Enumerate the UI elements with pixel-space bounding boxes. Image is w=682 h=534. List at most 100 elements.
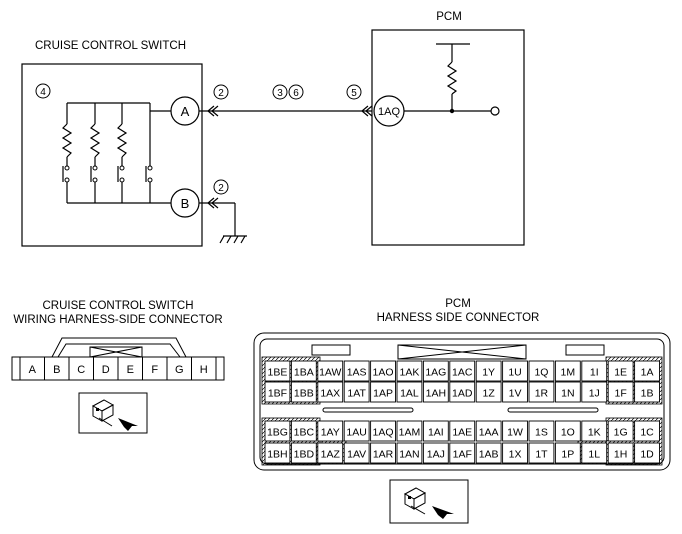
pcm-pin-1ba: 1BA bbox=[290, 360, 317, 382]
switch-pin-e: E bbox=[117, 356, 143, 381]
pcm-pin-1aw: 1AW bbox=[317, 360, 344, 382]
svg-text:1R: 1R bbox=[535, 388, 549, 400]
pcm-terminal-1aq: 1AQ bbox=[373, 95, 405, 127]
pcm-pin-1z: 1Z bbox=[475, 381, 502, 403]
svg-text:1BH: 1BH bbox=[267, 449, 287, 461]
svg-text:1AI: 1AI bbox=[428, 427, 444, 439]
pcm-pin-1ay: 1AY bbox=[317, 420, 344, 442]
switch-connector-view-icon bbox=[78, 392, 148, 434]
switch-connector-title-2: WIRING HARNESS-SIDE CONNECTOR bbox=[13, 314, 222, 326]
svg-text:1K: 1K bbox=[588, 427, 601, 439]
svg-text:1BG: 1BG bbox=[267, 427, 288, 439]
svg-text:1AV: 1AV bbox=[347, 449, 366, 461]
pcm-pin-1n: 1N bbox=[554, 381, 581, 403]
terminal-a: A bbox=[170, 96, 200, 126]
pcm-pin-1be: 1BE bbox=[264, 360, 291, 382]
svg-text:G: G bbox=[175, 364, 184, 376]
svg-text:1N: 1N bbox=[561, 388, 574, 400]
pcm-pin-1ad: 1AD bbox=[449, 381, 476, 403]
pcm-pin-1g: 1G bbox=[607, 420, 634, 442]
svg-text:4: 4 bbox=[40, 87, 46, 98]
callout-4: 4 bbox=[35, 83, 51, 99]
svg-text:1M: 1M bbox=[561, 367, 576, 379]
pcm-pin-1f: 1F bbox=[607, 381, 634, 403]
svg-text:H: H bbox=[200, 364, 208, 376]
pcm-junction-dot bbox=[449, 108, 455, 114]
svg-text:1AT: 1AT bbox=[347, 388, 366, 400]
switch-title: CRUISE CONTROL SWITCH bbox=[35, 40, 186, 52]
pcm-pin-1w: 1W bbox=[502, 420, 528, 442]
svg-text:1AK: 1AK bbox=[400, 367, 420, 379]
pcm-pin-1s: 1S bbox=[528, 420, 555, 442]
switch-contacts bbox=[62, 165, 153, 183]
svg-text:1E: 1E bbox=[614, 367, 627, 379]
switch-pin-b: B bbox=[44, 356, 70, 381]
svg-text:D: D bbox=[102, 364, 110, 376]
svg-text:1AX: 1AX bbox=[320, 388, 340, 400]
wire-a-to-pcm bbox=[199, 105, 373, 117]
svg-text:1O: 1O bbox=[561, 427, 575, 439]
pcm-pin-1av: 1AV bbox=[343, 442, 370, 464]
svg-text:1A: 1A bbox=[641, 367, 654, 379]
svg-text:2: 2 bbox=[218, 88, 224, 99]
svg-text:1AO: 1AO bbox=[373, 367, 394, 379]
pcm-pin-1ag: 1AG bbox=[422, 360, 449, 382]
pcm-connector-title-2: HARNESS SIDE CONNECTOR bbox=[377, 312, 540, 324]
callout-3: 3 bbox=[272, 84, 288, 100]
pcm-pin-1ah: 1AH bbox=[422, 381, 449, 403]
pcm-pin-1o: 1O bbox=[554, 420, 581, 442]
svg-text:B: B bbox=[53, 364, 60, 376]
pcm-pin-1as: 1AS bbox=[343, 360, 370, 382]
svg-text:B: B bbox=[181, 196, 190, 211]
pcm-pin-1k: 1K bbox=[581, 420, 608, 442]
svg-text:1AJ: 1AJ bbox=[427, 449, 445, 461]
svg-text:1AY: 1AY bbox=[321, 427, 340, 439]
svg-text:C: C bbox=[77, 364, 85, 376]
svg-text:E: E bbox=[127, 364, 134, 376]
svg-text:1H: 1H bbox=[614, 449, 627, 461]
pcm-title: PCM bbox=[436, 11, 462, 23]
pcm-pin-1am: 1AM bbox=[396, 420, 423, 442]
svg-text:1AD: 1AD bbox=[452, 388, 473, 400]
pcm-pin-1af: 1AF bbox=[449, 442, 476, 464]
svg-text:1AG: 1AG bbox=[425, 367, 446, 379]
svg-text:1AA: 1AA bbox=[479, 427, 499, 439]
svg-text:1BE: 1BE bbox=[268, 367, 288, 379]
svg-text:1AQ: 1AQ bbox=[378, 106, 400, 118]
pcm-connector-housing bbox=[253, 332, 671, 471]
pcm-pin-1ab: 1AB bbox=[475, 442, 502, 464]
pcm-box bbox=[371, 29, 525, 246]
svg-text:1BC: 1BC bbox=[294, 427, 315, 439]
callout-2-b: 2 bbox=[213, 179, 229, 195]
pcm-connector-title-1: PCM bbox=[445, 298, 471, 310]
pcm-pin-1i: 1I bbox=[581, 360, 608, 382]
svg-text:1AF: 1AF bbox=[453, 449, 472, 461]
svg-text:1BD: 1BD bbox=[294, 449, 315, 461]
svg-text:1AQ: 1AQ bbox=[373, 427, 394, 439]
pcm-pin-1ap: 1AP bbox=[370, 381, 396, 403]
pcm-pin-1ac: 1AC bbox=[449, 360, 476, 382]
callout-5: 5 bbox=[346, 84, 362, 100]
svg-text:1AH: 1AH bbox=[426, 388, 446, 400]
pcm-pin-1al: 1AL bbox=[396, 381, 423, 403]
svg-text:1BF: 1BF bbox=[268, 388, 287, 400]
svg-text:2: 2 bbox=[218, 183, 224, 194]
svg-text:1P: 1P bbox=[561, 449, 574, 461]
pcm-pin-1ar: 1AR bbox=[370, 442, 396, 464]
switch-pin-d: D bbox=[93, 356, 119, 381]
svg-text:1AL: 1AL bbox=[400, 388, 419, 400]
svg-text:1AW: 1AW bbox=[319, 367, 341, 379]
pcm-pin-1a: 1A bbox=[634, 360, 660, 382]
svg-text:5: 5 bbox=[351, 88, 357, 99]
svg-text:1AP: 1AP bbox=[373, 388, 393, 400]
pcm-pin-1ax: 1AX bbox=[317, 381, 344, 403]
pcm-pin-1ae: 1AE bbox=[449, 420, 476, 442]
svg-text:1AN: 1AN bbox=[399, 449, 419, 461]
pcm-pin-1b: 1B bbox=[634, 381, 660, 403]
pcm-pin-1az: 1AZ bbox=[317, 442, 344, 464]
svg-text:1F: 1F bbox=[615, 388, 627, 400]
svg-text:1BB: 1BB bbox=[294, 388, 314, 400]
switch-pin-a: A bbox=[19, 356, 45, 381]
svg-text:1V: 1V bbox=[509, 388, 522, 400]
